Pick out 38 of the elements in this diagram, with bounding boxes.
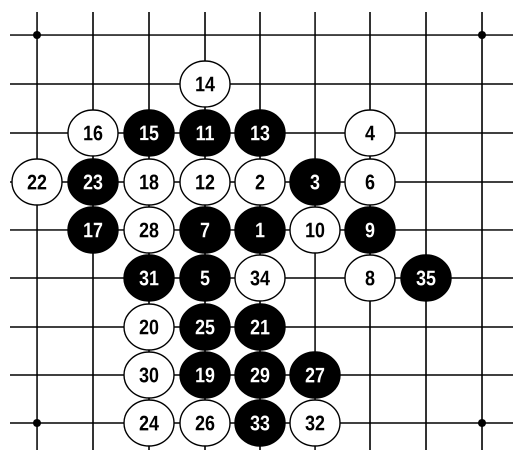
stone: 24 [123, 399, 175, 447]
stone: 28 [123, 206, 175, 254]
stone: 11 [179, 109, 231, 157]
stone: 34 [234, 254, 286, 302]
stone: 35 [400, 254, 452, 302]
node-label: 32 [305, 416, 324, 430]
stone: 12 [179, 158, 231, 206]
stone: 4 [344, 109, 396, 157]
stone: 25 [179, 303, 231, 351]
stone: 29 [234, 351, 286, 399]
stone: 19 [179, 351, 231, 399]
stone: 27 [289, 351, 341, 399]
stone: 22 [11, 158, 63, 206]
stone: 21 [234, 303, 286, 351]
stone: 17 [67, 206, 119, 254]
stone: 18 [123, 158, 175, 206]
node-label: 26 [196, 416, 214, 430]
stone: 33 [234, 399, 286, 447]
stone: 30 [123, 351, 175, 399]
stone: 2 [234, 158, 286, 206]
stone: 20 [123, 303, 175, 351]
stone: 8 [344, 254, 396, 302]
stone: 23 [67, 158, 119, 206]
stone: 7 [179, 206, 231, 254]
stone: 14 [179, 60, 231, 108]
node-label: 24 [140, 416, 159, 430]
stone: 10 [289, 206, 341, 254]
stone: 15 [123, 109, 175, 157]
stone: 32 [289, 399, 341, 447]
stone: 13 [234, 109, 286, 157]
stone: 3 [289, 158, 341, 206]
stone: 9 [344, 206, 396, 254]
stone: 6 [344, 158, 396, 206]
stone: 26 [179, 399, 231, 447]
stone: 16 [67, 109, 119, 157]
stone: 5 [179, 254, 231, 302]
stone: 31 [123, 254, 175, 302]
stone: 1 [234, 206, 286, 254]
